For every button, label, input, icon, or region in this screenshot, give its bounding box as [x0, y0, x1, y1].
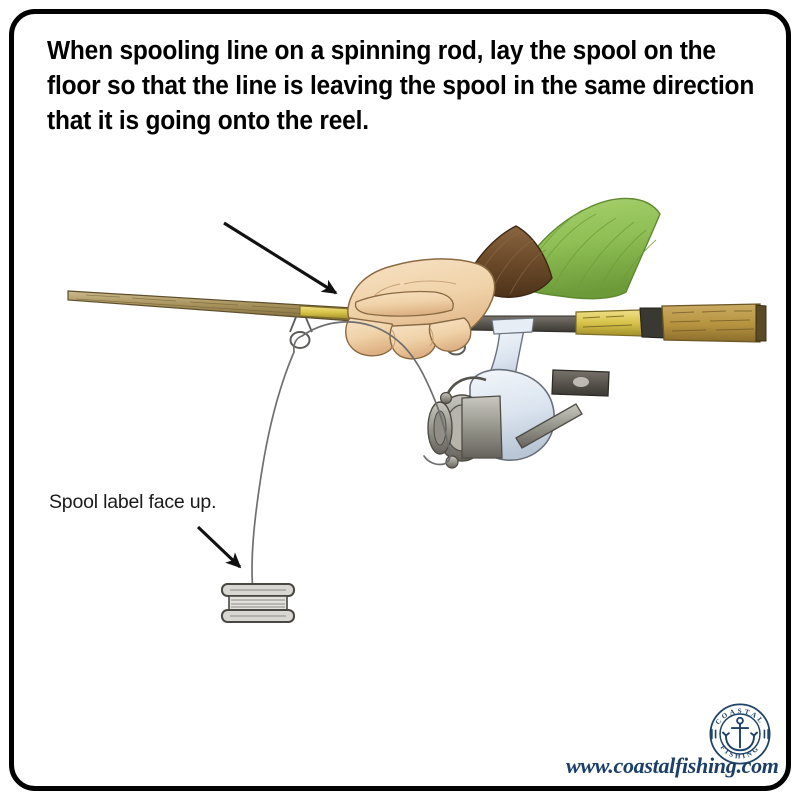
website-url[interactable]: www.coastalfishing.com [566, 753, 779, 778]
hand-thumb [354, 290, 454, 317]
headline-line-1: When spooling line on a spinning rod, la… [47, 37, 716, 65]
reel-barrel [461, 395, 503, 459]
pointer-arrow-to-rod [223, 221, 338, 295]
hand-gripping-rod [345, 197, 661, 360]
fishing-line-left-leg [251, 351, 295, 593]
reel-seat-collar [639, 307, 665, 339]
rod-texture [75, 294, 341, 317]
coastal-fishing-logo[interactable]: COASTAL FISHING [703, 697, 777, 771]
hand-finger-3 [428, 317, 472, 352]
spool-line-body [228, 595, 288, 611]
cork-texture [669, 310, 755, 332]
reel-seat [575, 309, 643, 337]
page-title: When spooling line on a spinning rod, la… [47, 34, 759, 139]
spool-caption-label: Spool label face up. [49, 491, 217, 513]
reel-handle-shaft [515, 403, 583, 449]
anchor-icon [722, 716, 758, 752]
reel-spool-inner [433, 410, 447, 446]
rod-guide-ring-left [289, 331, 311, 349]
logo-inner-ring [719, 713, 761, 755]
rod-guide-legs-left [289, 316, 313, 333]
fishing-line [251, 321, 451, 593]
logo-outer-ring [709, 703, 771, 765]
line-spool-on-floor [221, 583, 295, 623]
reel-handle-knob-highlight [573, 377, 589, 387]
reel-bail-roller [439, 391, 453, 405]
spool-flange-detail [230, 589, 286, 617]
logo-side-dashes [711, 728, 769, 740]
reel-foot [491, 317, 535, 335]
hand-shading [373, 280, 457, 349]
headline-line-2: floor so that the line is leaving the sp… [47, 72, 755, 100]
spool-line-windings [231, 599, 285, 608]
rod-butt-cap [755, 304, 767, 342]
hand-finger-1 [345, 317, 396, 357]
reel-seat-texture [582, 315, 633, 328]
cork-grip [661, 303, 761, 343]
fishing-line-to-reel [423, 443, 451, 466]
fishing-line-arc [301, 321, 449, 445]
pointer-arrow-to-spool [196, 525, 242, 569]
fishing-line-through-guide [292, 335, 303, 353]
spinning-reel [427, 317, 610, 469]
headline-line-3: that it is going onto the reel. [47, 107, 369, 135]
